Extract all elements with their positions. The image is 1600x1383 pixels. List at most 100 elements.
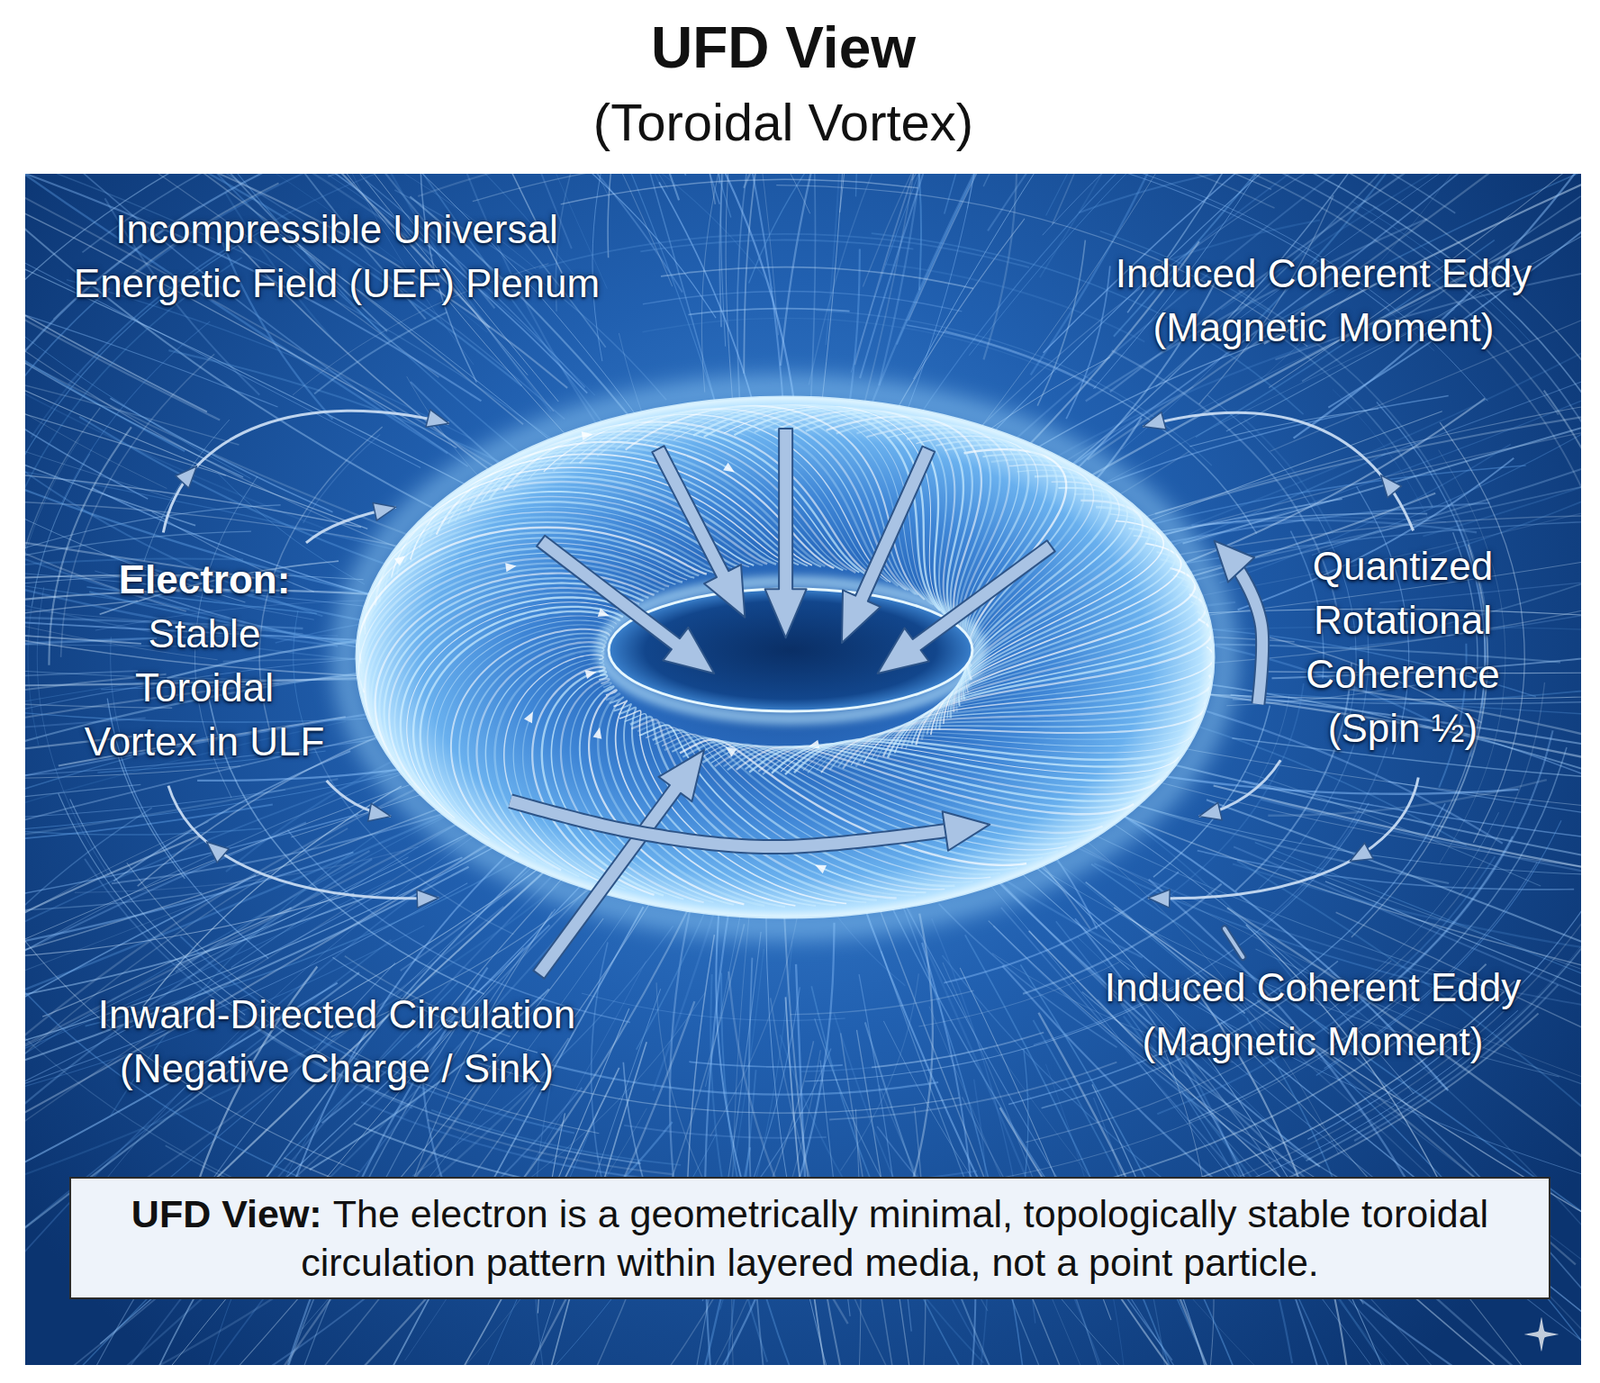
field-arrowhead — [425, 409, 450, 427]
field-streak — [1121, 332, 1247, 450]
eddy-label: Induced Coherent Eddy (Magnetic Moment) — [1069, 960, 1556, 1069]
field-streak — [560, 179, 919, 205]
field-streak — [854, 173, 922, 365]
field-streak — [641, 317, 1057, 372]
field-streak — [634, 931, 762, 1365]
field-streak — [1244, 418, 1334, 534]
field-streak — [25, 783, 429, 1181]
eddy-label: Induced Coherent Eddy (Magnetic Moment) — [1080, 246, 1567, 355]
field-streak — [944, 173, 1014, 214]
field-streak — [58, 793, 245, 1015]
field-streak — [721, 173, 847, 347]
field-streak — [25, 461, 362, 528]
field-streak — [314, 312, 447, 395]
field-streak — [175, 850, 371, 973]
flow-tick — [524, 711, 534, 724]
sparkle-mark — [1524, 1317, 1559, 1352]
field-streak — [840, 173, 878, 213]
field-streak — [1269, 747, 1388, 917]
swirl-line — [358, 435, 1067, 850]
diagram-subtitle: (Toroidal Vortex) — [423, 92, 1144, 154]
field-arrowhead — [368, 803, 391, 822]
swirl-line — [455, 434, 1203, 904]
electron-heading: Electron: — [77, 552, 332, 607]
field-streak — [922, 942, 976, 1365]
field-streak — [840, 973, 919, 1171]
field-streak — [25, 310, 167, 489]
field-arrowhead — [1381, 475, 1402, 498]
arrow-outline — [510, 801, 948, 848]
field-streak — [656, 982, 704, 1179]
field-streak — [1199, 195, 1334, 405]
field-streak — [912, 173, 1185, 181]
field-streak — [1072, 173, 1582, 462]
electron-label: Stable Toroidal Vortex in ULF — [77, 606, 332, 769]
field-arrowhead — [1349, 842, 1374, 861]
field-streak — [983, 173, 1106, 187]
field-streak — [333, 173, 720, 205]
field-streak — [25, 778, 338, 882]
swirl-line — [406, 406, 1180, 818]
field-streak — [1041, 173, 1582, 411]
field-streak — [623, 1125, 826, 1139]
flow-tick — [597, 608, 610, 618]
field-line — [1148, 777, 1419, 899]
field-streak — [1037, 240, 1085, 407]
field-streak — [61, 321, 210, 504]
inflow-arrow — [841, 446, 935, 643]
field-streak — [25, 893, 354, 962]
arrow-head — [942, 811, 991, 851]
swirl-line — [364, 424, 1103, 833]
field-streak — [543, 173, 732, 218]
field-streak — [25, 982, 459, 1365]
field-lines — [162, 409, 1419, 958]
field-streak — [1189, 747, 1567, 1121]
field-streak — [1332, 389, 1429, 521]
field-streak — [48, 426, 131, 665]
diagram-title: UFD View — [423, 15, 1144, 82]
field-streaks — [25, 173, 1582, 1365]
field-arrowhead — [416, 889, 439, 908]
field-arrowhead — [206, 841, 229, 863]
field-streak — [871, 1032, 1044, 1068]
field-streak — [1023, 1048, 1029, 1190]
flow-arrows — [510, 428, 1263, 979]
arrow-head — [1214, 541, 1256, 583]
field-streak — [907, 913, 933, 1201]
field-streak — [987, 173, 1582, 231]
field-streak — [539, 234, 1030, 269]
inflow-arrow — [536, 535, 715, 674]
inflow-arrow — [877, 540, 1056, 674]
arrow-outline — [1238, 569, 1264, 705]
toroidal-vortex — [345, 388, 1225, 926]
swirl-line — [476, 408, 1212, 870]
field-streak — [25, 439, 80, 568]
field-streak — [640, 240, 913, 253]
field-streak — [808, 173, 1059, 385]
field-arrowhead — [1199, 802, 1223, 820]
watermark — [1524, 1317, 1559, 1352]
arrow-shaft — [510, 801, 948, 848]
field-streak — [27, 448, 93, 745]
flow-tick — [593, 727, 603, 740]
field-streak — [144, 419, 230, 561]
field-streak — [25, 784, 141, 817]
leader-line — [1224, 928, 1243, 958]
field-streak — [749, 958, 780, 1365]
field-streak — [25, 288, 110, 707]
swirl-line — [384, 412, 1152, 802]
field-line — [162, 410, 449, 533]
flow-tick — [505, 562, 517, 572]
field-streak — [1391, 836, 1513, 985]
field-streak — [688, 1061, 842, 1067]
torus-rim — [356, 397, 1214, 918]
torus-body — [356, 397, 1214, 918]
field-streak — [607, 173, 631, 258]
field-line — [168, 786, 439, 899]
field-streak — [719, 173, 769, 327]
inflow-arrow — [765, 428, 807, 638]
spin-arrow — [1214, 541, 1263, 705]
field-streak — [1052, 173, 1229, 225]
field-streak — [1544, 390, 1582, 726]
